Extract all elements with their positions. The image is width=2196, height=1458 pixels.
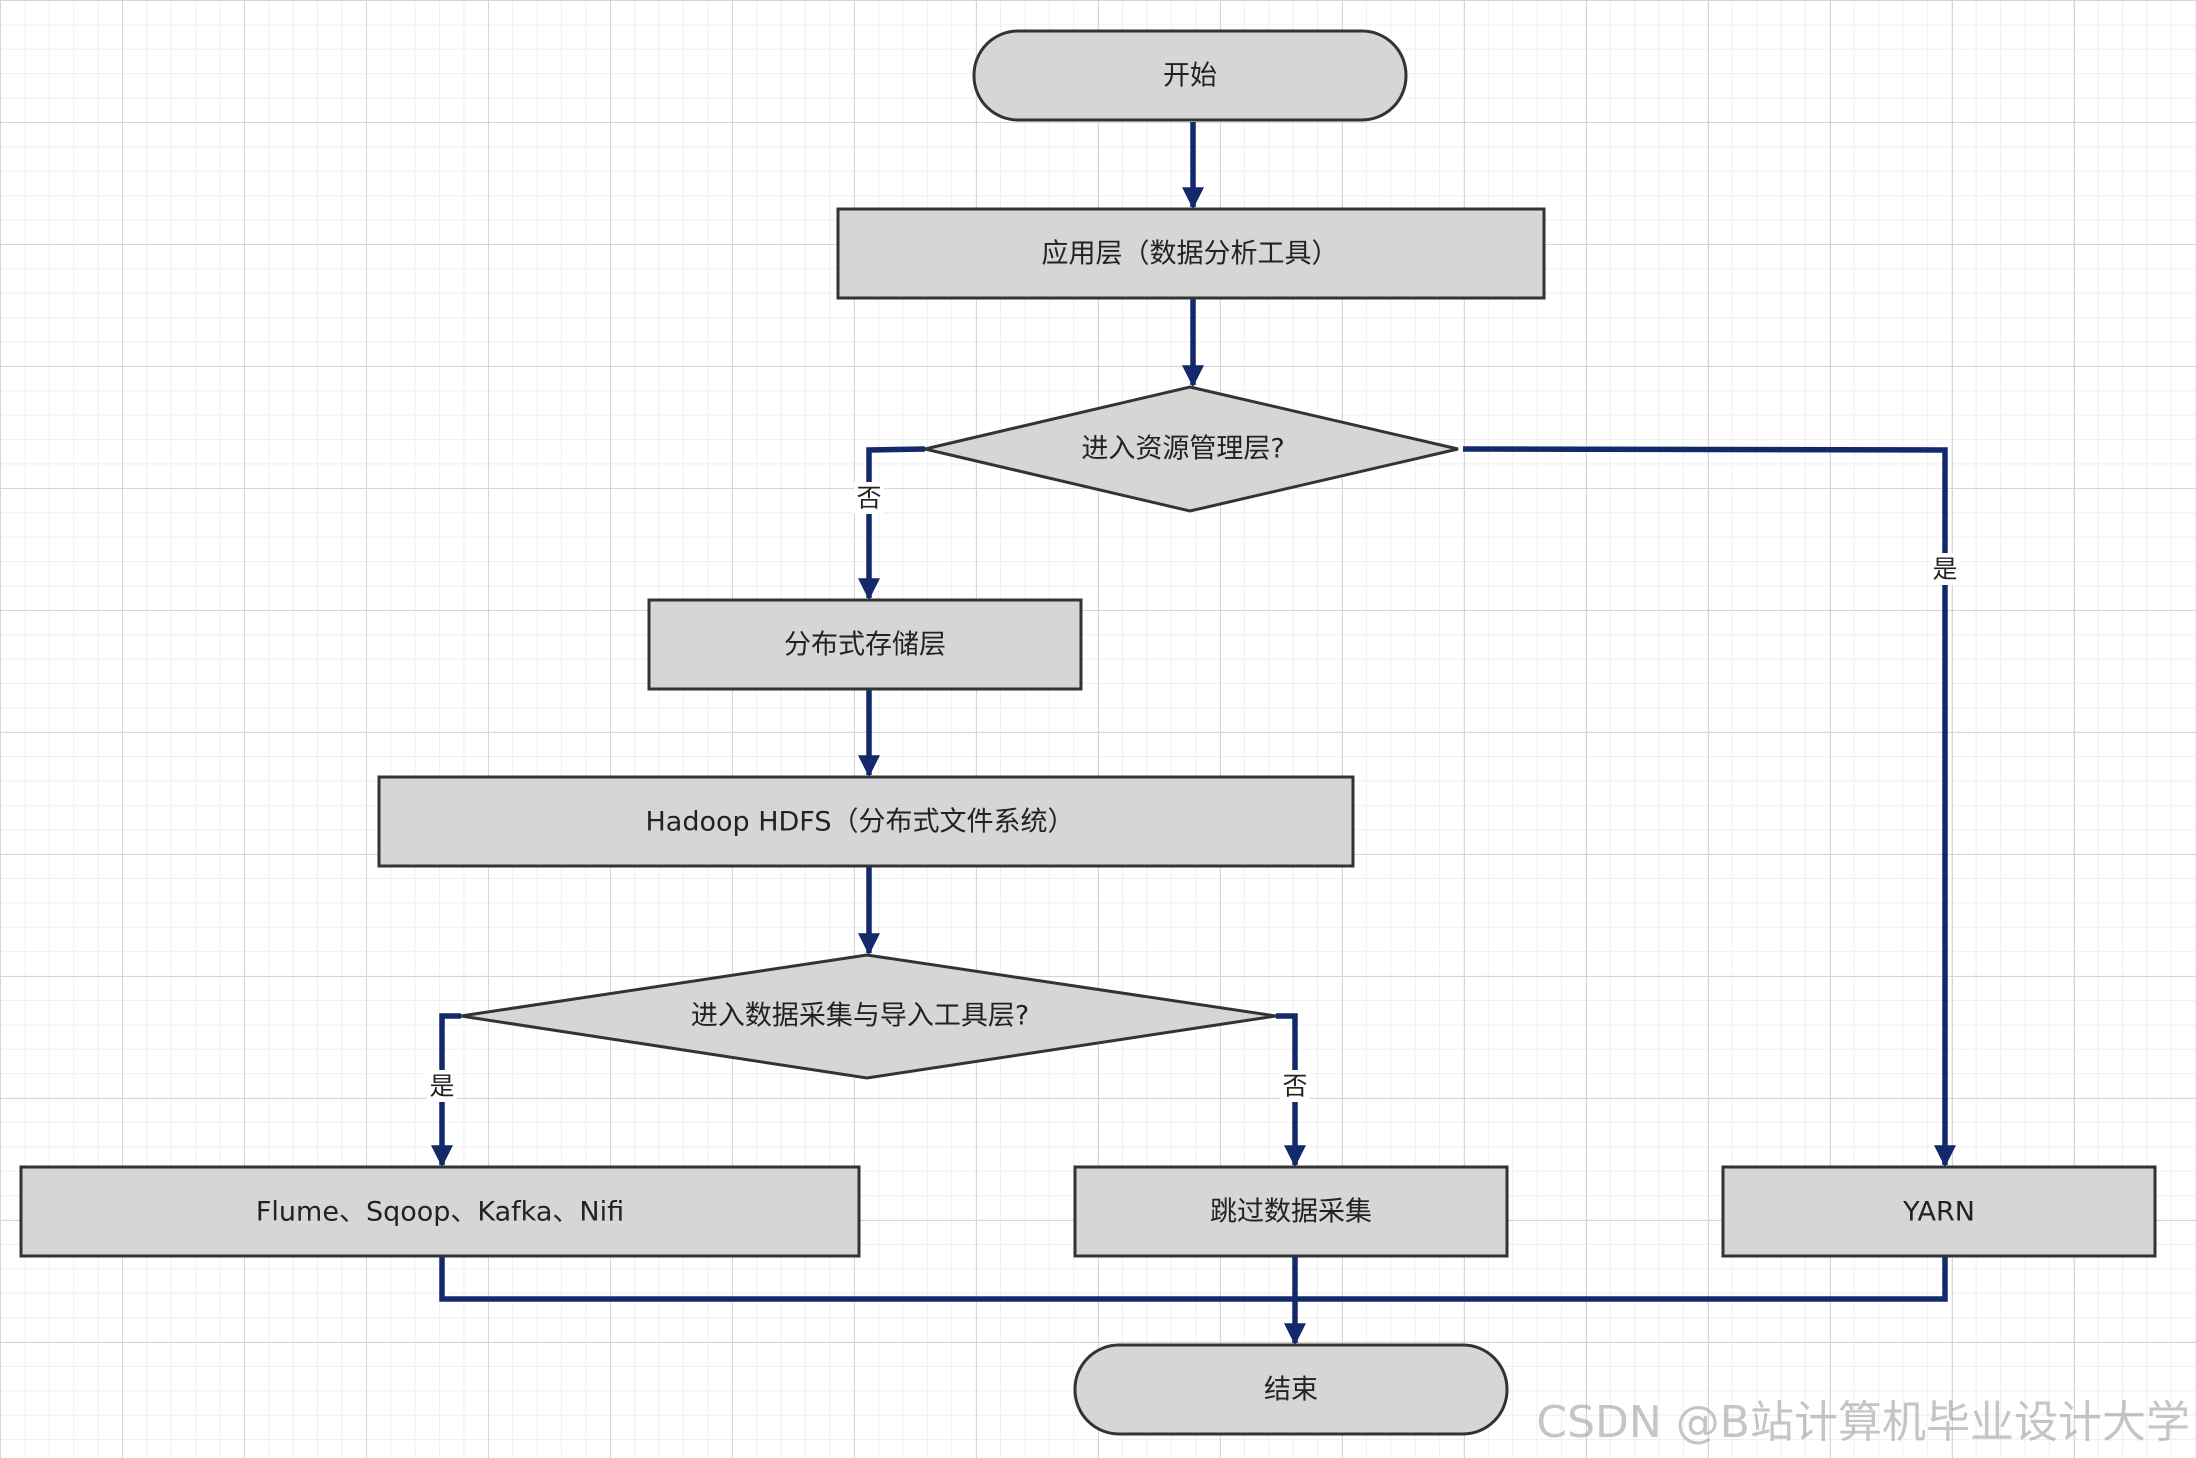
edge-label-resource-no-text: 否 [856, 484, 881, 513]
node-ingest-decision-shape [460, 953, 1277, 1080]
node-skip-ingest-shape [1073, 1165, 1509, 1258]
node-ingest-decision[interactable]: 进入数据采集与导入工具层? [460, 953, 1277, 1080]
edge-label-ingest-no: 否 [1280, 1070, 1310, 1102]
node-start[interactable]: 开始 [972, 29, 1408, 122]
edge-resource-yes-to-yarn[interactable] [1462, 446, 1956, 1168]
node-ingest-tools-shape [19, 1165, 861, 1258]
edge-label-ingest-yes-text: 是 [429, 1072, 454, 1101]
node-resource-decision-label: 进入资源管理层? [1081, 434, 1284, 465]
node-yarn-shape [1721, 1165, 2157, 1258]
edge-label-resource-no: 否 [854, 482, 884, 514]
node-start-shape [972, 29, 1408, 122]
node-resource-decision[interactable]: 进入资源管理层? [924, 385, 1459, 513]
node-skip-ingest[interactable]: 跳过数据采集 [1073, 1165, 1509, 1258]
node-app-layer-shape [836, 207, 1546, 300]
node-yarn[interactable]: YARN [1721, 1165, 2157, 1258]
edge-ingest-no-to-skip[interactable] [1276, 1013, 1306, 1168]
node-storage-layer-shape [647, 598, 1083, 691]
edge-label-resource-yes-text: 是 [1932, 555, 1957, 584]
node-ingest-tools-label: Flume、Sqoop、Kafka、Nifi [256, 1197, 624, 1228]
edge-label-resource-no-bg [854, 482, 884, 514]
node-hdfs-label: Hadoop HDFS（分布式文件系统） [645, 807, 1074, 838]
node-ingest-decision-label: 进入数据采集与导入工具层? [691, 1001, 1029, 1032]
node-end-label: 结束 [1264, 1375, 1318, 1406]
node-storage-layer-label: 分布式存储层 [784, 630, 946, 661]
node-storage-layer[interactable]: 分布式存储层 [647, 598, 1083, 691]
node-ingest-tools[interactable]: Flume、Sqoop、Kafka、Nifi [19, 1165, 861, 1258]
node-resource-decision-shape [924, 385, 1459, 513]
edge-label-ingest-yes-bg [427, 1070, 457, 1102]
edges [431, 122, 1956, 1346]
node-hdfs[interactable]: Hadoop HDFS（分布式文件系统） [377, 775, 1355, 868]
node-start-label: 开始 [1163, 61, 1217, 92]
node-end[interactable]: 结束 [1073, 1343, 1509, 1436]
edge-label-resource-yes: 是 [1930, 553, 1960, 585]
watermark: CSDN @B站计算机毕业设计大学 [1536, 1397, 2190, 1448]
edge-ingest-yes-to-tools[interactable] [431, 1013, 461, 1168]
node-app-layer[interactable]: 应用层（数据分析工具） [836, 207, 1546, 300]
node-end-shape [1073, 1343, 1509, 1436]
node-hdfs-shape [377, 775, 1355, 868]
edge-resource-no-to-storage[interactable] [858, 446, 926, 601]
node-yarn-label: YARN [1902, 1197, 1975, 1228]
edge-label-ingest-no-text: 否 [1282, 1072, 1307, 1101]
edge-label-ingest-no-bg [1280, 1070, 1310, 1102]
node-app-layer-label: 应用层（数据分析工具） [1042, 239, 1339, 270]
edge-label-ingest-yes: 是 [427, 1070, 457, 1102]
node-skip-ingest-label: 跳过数据采集 [1210, 1197, 1372, 1228]
edge-label-resource-yes-bg [1930, 553, 1960, 585]
edge-tools-to-merge[interactable] [439, 1257, 1295, 1302]
edge-yarn-to-merge[interactable] [1295, 1257, 1948, 1302]
